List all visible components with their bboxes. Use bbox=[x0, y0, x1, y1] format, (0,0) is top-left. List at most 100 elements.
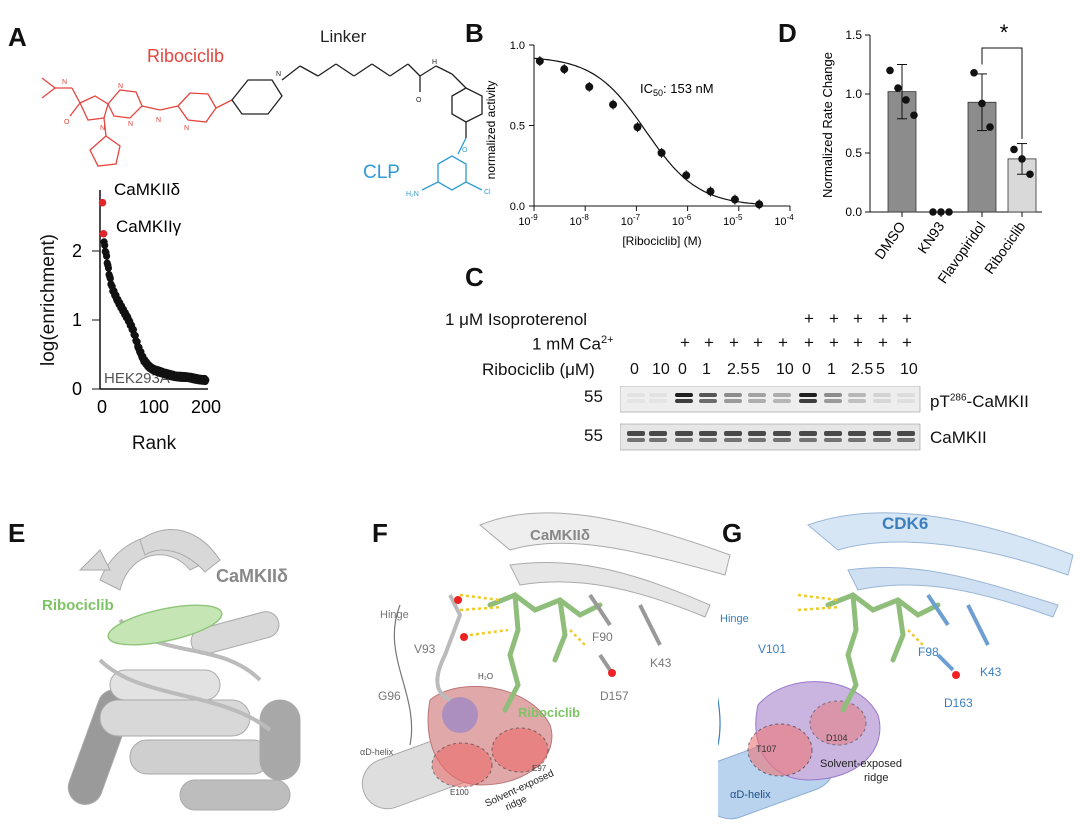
g-helix-label: αD-helix bbox=[730, 789, 771, 801]
b-x-tick-label: 10-4 bbox=[774, 213, 794, 228]
b-ic50-label: IC50: 153 nM bbox=[640, 81, 714, 98]
svg-text:O: O bbox=[416, 97, 422, 104]
d-y-tick-label: 0.5 bbox=[845, 146, 862, 160]
b-data-point bbox=[657, 148, 666, 157]
b-data-point bbox=[706, 187, 715, 196]
e-ribociclib-density bbox=[107, 604, 223, 646]
c-conc-label: 0 bbox=[678, 361, 687, 378]
d-data-point bbox=[929, 208, 937, 216]
a-y-tick-0: 0 bbox=[72, 379, 82, 399]
g-hinge-label: Hinge bbox=[720, 613, 749, 625]
panel-d-letter: D bbox=[778, 18, 797, 48]
clp-label: CLP bbox=[363, 162, 400, 183]
f-hinge-label: Hinge bbox=[380, 609, 409, 621]
panel-b-letter: B bbox=[465, 18, 484, 48]
f-water-label: H₂O bbox=[478, 672, 493, 681]
c-calcium-label: 1 mM Ca2+ bbox=[532, 334, 614, 354]
b-y-tick-label: 0.0 bbox=[510, 201, 525, 213]
a-data-point bbox=[202, 376, 210, 384]
b-data-point bbox=[560, 65, 569, 74]
b-x-tick-label: 10-7 bbox=[621, 213, 641, 228]
a-point-camkii-delta bbox=[98, 198, 107, 207]
b-x-axis-label: [Ribociclib] (M) bbox=[622, 234, 701, 248]
f-residue-e100: E100 bbox=[450, 788, 469, 797]
c-isoproterenol-plus: + bbox=[853, 309, 863, 328]
d-data-point bbox=[1010, 145, 1018, 154]
c-isoproterenol-plus: + bbox=[804, 309, 814, 328]
c-mw-55-bottom: 55 bbox=[584, 426, 603, 445]
b-data-point bbox=[730, 195, 739, 204]
c-calcium-plus: + bbox=[680, 333, 690, 352]
g-residue-d104: D104 bbox=[826, 733, 848, 743]
d-data-point bbox=[886, 66, 894, 75]
c-calcium-plus: + bbox=[753, 333, 763, 352]
d-data-point bbox=[902, 96, 910, 104]
a-x-axis-label: Rank bbox=[132, 433, 177, 454]
a-y-axis-label: log(enrichment) bbox=[38, 234, 59, 366]
b-data-point bbox=[755, 200, 764, 209]
panel-d-bar-chart: Normalized Rate Change * 0.00.51.01.5DMS… bbox=[820, 20, 1042, 286]
c-ribociclib-label: Ribociclib (μM) bbox=[482, 360, 595, 379]
e-protein-label: CaMKIIδ bbox=[216, 566, 288, 586]
a-x-tick-100: 100 bbox=[139, 397, 169, 417]
b-data-point bbox=[682, 171, 691, 180]
c-conc-label: 5 bbox=[751, 361, 760, 378]
svg-text:N: N bbox=[62, 79, 67, 86]
c-blot-camkii-label: CaMKII bbox=[930, 428, 987, 447]
c-conc-label: 1 bbox=[827, 361, 836, 378]
b-data-point bbox=[585, 82, 594, 91]
linker-label: Linker bbox=[320, 27, 367, 46]
panel-f-letter: F bbox=[372, 518, 388, 548]
c-conc-label: 2.5 bbox=[851, 361, 874, 378]
c-calcium-plus: + bbox=[804, 333, 814, 352]
a-data-point bbox=[106, 274, 114, 283]
a-point-camkii-gamma bbox=[99, 229, 108, 238]
c-conc-label: 10 bbox=[776, 361, 794, 378]
b-x-tick-label: 10-5 bbox=[723, 213, 743, 228]
svg-text:N: N bbox=[156, 117, 161, 124]
g-residue-k43: K43 bbox=[980, 665, 1002, 679]
f-protein-label: CaMKIIδ bbox=[530, 527, 590, 544]
a-data-point bbox=[101, 241, 109, 249]
svg-text:H₂N: H₂N bbox=[406, 191, 419, 198]
d-category-label: KN93 bbox=[914, 218, 947, 256]
a-y-tick-1: 1 bbox=[72, 310, 82, 330]
c-calcium-plus: + bbox=[704, 333, 714, 352]
d-y-tick-label: 1.0 bbox=[845, 87, 862, 101]
panel-a-letter: A bbox=[8, 22, 27, 52]
ribociclib-label: Ribociclib bbox=[147, 46, 224, 66]
a-label-camkii-gamma: CaMKIIγ bbox=[116, 217, 182, 236]
c-isoproterenol-plus: + bbox=[878, 309, 888, 328]
d-category-label: DMSO bbox=[871, 218, 908, 262]
svg-text:O: O bbox=[462, 147, 468, 154]
d-y-tick-label: 0.0 bbox=[845, 205, 862, 219]
b-data-point bbox=[633, 123, 642, 132]
c-conc-label: 0 bbox=[630, 361, 639, 378]
c-conc-label: 1 bbox=[702, 361, 711, 378]
c-calcium-plus: + bbox=[853, 333, 863, 352]
c-conc-label: 0 bbox=[802, 361, 811, 378]
g-ridge-line1: Solvent-exposed bbox=[820, 758, 902, 770]
g-residue-f98: F98 bbox=[918, 645, 939, 659]
svg-text:N: N bbox=[118, 83, 123, 90]
d-significance: * bbox=[1000, 20, 1009, 45]
c-calcium-plus: + bbox=[829, 333, 839, 352]
b-data-point bbox=[535, 57, 544, 66]
f-residue-k43: K43 bbox=[650, 656, 672, 670]
panel-c-letter: C bbox=[465, 262, 484, 292]
c-calcium-plus: + bbox=[878, 333, 888, 352]
panel-e-letter: E bbox=[8, 518, 26, 548]
f-ligand-label: Ribociclib bbox=[518, 705, 580, 720]
c-conc-label: 10 bbox=[900, 361, 918, 378]
c-blot-images bbox=[620, 386, 921, 451]
c-conc-label: 2.5 bbox=[727, 361, 750, 378]
f-helix-label: αD-helix bbox=[360, 747, 394, 757]
a-x-tick-0: 0 bbox=[97, 397, 107, 417]
d-y-tick-label: 1.5 bbox=[845, 28, 862, 42]
svg-text:N: N bbox=[100, 125, 105, 132]
d-data-point bbox=[1018, 155, 1026, 163]
b-fit-curve bbox=[533, 57, 762, 205]
f-residue-f90: F90 bbox=[592, 630, 613, 644]
b-y-axis-label: normalized activity bbox=[484, 81, 498, 180]
